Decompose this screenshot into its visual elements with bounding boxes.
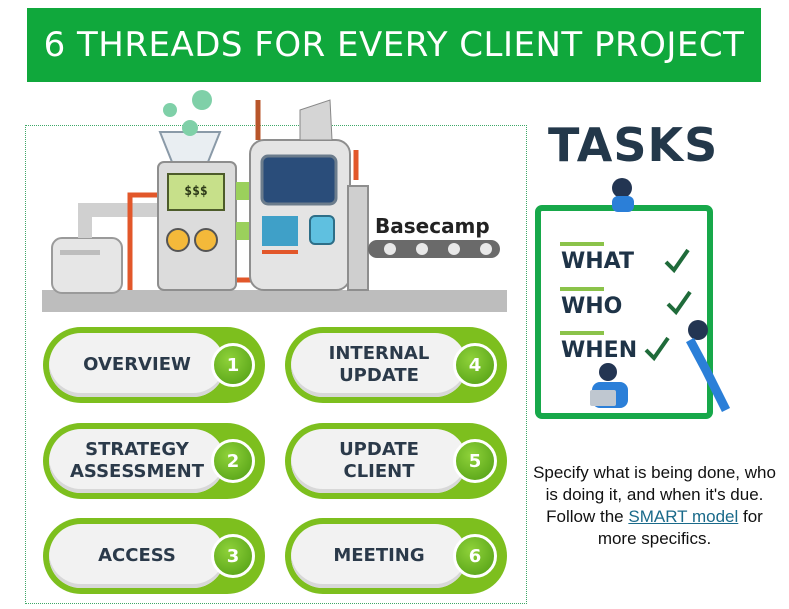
tasks-heading: TASKS xyxy=(548,118,719,172)
money-display-text: $$$ xyxy=(184,184,207,199)
machine-screen xyxy=(260,154,338,206)
task-board-illustration xyxy=(535,178,731,419)
thread-label: STRATEGY ASSESSMENT xyxy=(69,439,204,482)
thread-label: OVERVIEW xyxy=(83,354,191,375)
person-icon xyxy=(599,363,617,381)
blob-icon xyxy=(192,90,212,110)
page-title: 6 THREADS FOR EVERY CLIENT PROJECT xyxy=(43,25,745,65)
board-word-who: WHO xyxy=(561,294,623,319)
thread-label: ACCESS xyxy=(98,545,176,566)
board-word-what: WHAT xyxy=(561,249,635,274)
thread-number-badge: 5 xyxy=(453,439,497,483)
thread-label: MEETING xyxy=(333,545,425,566)
basecamp-label: Basecamp xyxy=(375,214,490,238)
person-icon xyxy=(612,178,632,198)
threads-frame xyxy=(25,125,527,604)
thread-number-badge: 4 xyxy=(453,343,497,387)
thread-number-badge: 1 xyxy=(211,343,255,387)
thread-strategy-assessment[interactable]: STRATEGY ASSESSMENT 2 xyxy=(43,423,265,499)
smart-model-link[interactable]: SMART model xyxy=(628,507,739,526)
basecamp-machine-illustration: $$$ Basecamp xyxy=(42,90,507,312)
check-icon xyxy=(644,336,670,362)
thread-internal-update[interactable]: INTERNAL UPDATE 4 xyxy=(285,327,507,403)
machine-base xyxy=(42,290,507,312)
conveyor-belt xyxy=(368,240,500,258)
thread-overview[interactable]: OVERVIEW 1 xyxy=(43,327,265,403)
description-text: Specify what is being done, who is doing… xyxy=(533,463,776,526)
thread-meeting[interactable]: MEETING 6 xyxy=(285,518,507,594)
money-display xyxy=(167,173,225,211)
funnel xyxy=(158,131,222,163)
gauge-icon xyxy=(166,228,190,252)
thread-number-badge: 6 xyxy=(453,534,497,578)
thread-update-client[interactable]: UPDATE CLIENT 5 xyxy=(285,423,507,499)
thread-number-badge: 3 xyxy=(211,534,255,578)
board-word-when: WHEN xyxy=(561,338,638,363)
person-icon xyxy=(688,320,708,340)
thread-label: INTERNAL UPDATE xyxy=(328,343,430,386)
title-banner: 6 THREADS FOR EVERY CLIENT PROJECT xyxy=(27,8,761,82)
thread-number-badge: 2 xyxy=(211,439,255,483)
tasks-description: Specify what is being done, who is doing… xyxy=(532,462,777,550)
check-icon xyxy=(664,248,690,274)
thread-access[interactable]: ACCESS 3 xyxy=(43,518,265,594)
gauge-icon xyxy=(194,228,218,252)
thread-label: UPDATE CLIENT xyxy=(339,439,419,482)
check-icon xyxy=(666,290,692,316)
keypad xyxy=(262,216,298,246)
pipe xyxy=(78,203,160,238)
description-text-end: for more specifics. xyxy=(597,507,763,548)
tank xyxy=(51,237,123,294)
